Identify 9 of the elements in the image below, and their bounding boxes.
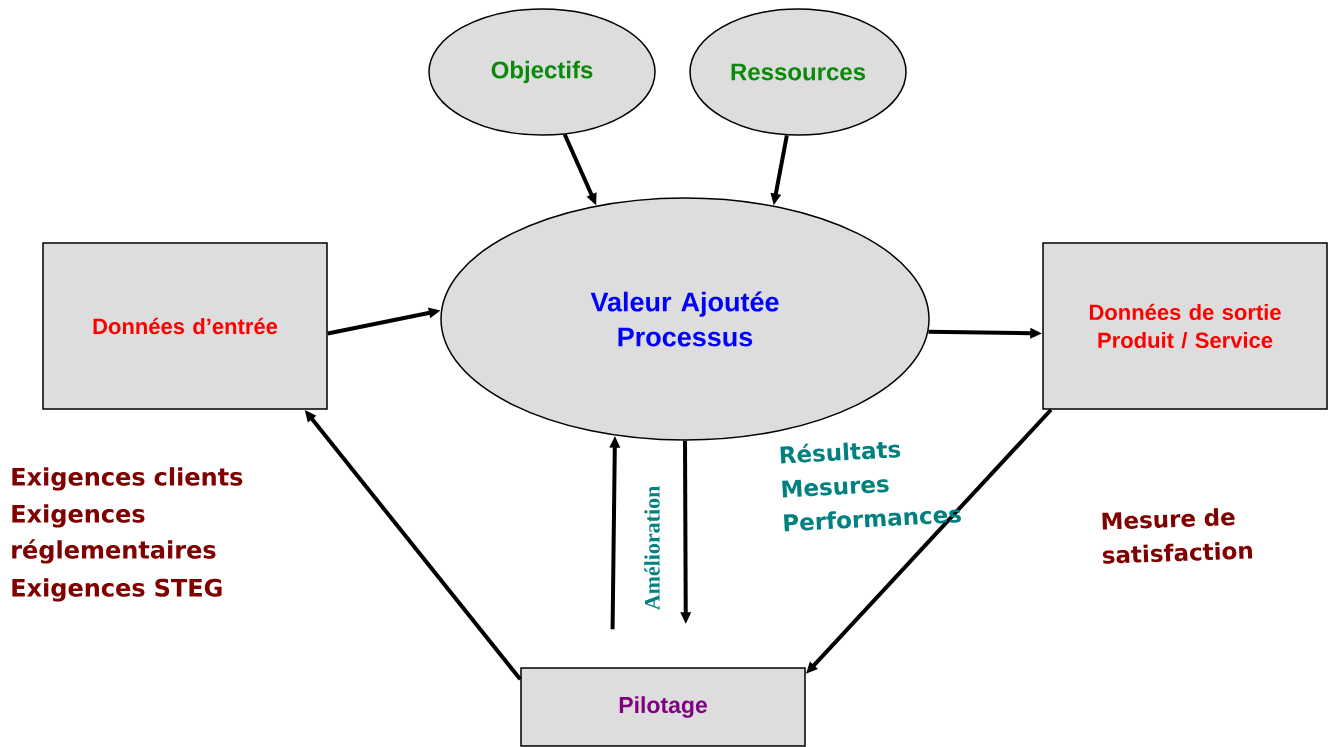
note-text: Exigences réglementaires xyxy=(12,504,216,564)
note-text: Exigences clients xyxy=(12,467,243,491)
note-text: Résultats Mesures Performances xyxy=(780,442,961,532)
process-box: Pilotage xyxy=(520,667,806,747)
process-box: Données d’entrée xyxy=(42,242,328,410)
note-text: Mesure de satisfaction xyxy=(1102,508,1253,564)
note-text: Exigences STEG xyxy=(12,578,222,602)
process-box: Données de sortie Produit / Service xyxy=(1042,242,1328,410)
edge-label: Amélioration xyxy=(644,486,660,611)
